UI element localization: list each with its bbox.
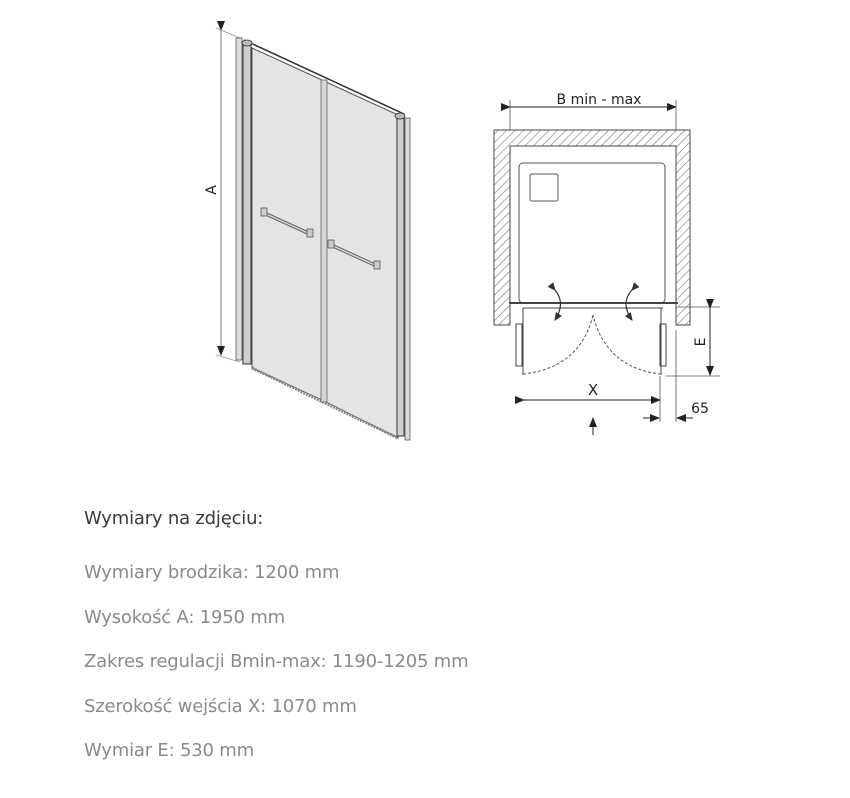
dimension-x-label: X: [588, 381, 598, 399]
spec-dimension-e: Wymiar E: 530 mm: [84, 740, 254, 761]
dimensions-spec-list: Wymiary na zdjęciu: Wymiary brodzika: 12…: [84, 508, 469, 785]
dimension-a-label: A: [204, 185, 220, 195]
plan-view: B min - max X: [493, 92, 720, 435]
spec-entry-width-x: Szerokość wejścia X: 1070 mm: [84, 695, 357, 717]
specs-heading: Wymiary na zdjęciu:: [84, 508, 264, 529]
iso-door-view: A: [204, 21, 411, 441]
spec-tray-dimensions: Wymiary brodzika: 1200 mm: [84, 562, 340, 583]
spec-adjustment-range-b: Zakres regulacji Bmin-max: 1190-1205 mm: [84, 651, 469, 672]
left-handle: [260, 207, 314, 238]
dimension-b-label: B min - max: [557, 92, 642, 108]
dimension-e-label: E: [693, 338, 709, 347]
product-diagram: A: [204, 21, 720, 441]
dimension-65-label: 65: [691, 401, 709, 417]
right-handle: [327, 239, 381, 270]
spec-height-a: Wysokość A: 1950 mm: [84, 606, 285, 628]
